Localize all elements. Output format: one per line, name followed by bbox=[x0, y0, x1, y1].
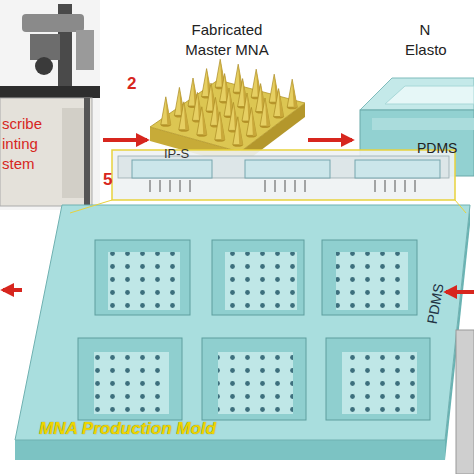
stamp-bar bbox=[70, 150, 466, 213]
system-label: scribe inting stem bbox=[2, 114, 54, 174]
production-mold bbox=[15, 205, 470, 460]
panel-heading: Fabricated Master MNA bbox=[172, 20, 282, 60]
mold-title: MNA Production Mold bbox=[39, 419, 279, 439]
negative-mold-panel: N ElastoPDMS bbox=[355, 18, 474, 178]
printer-photo bbox=[0, 0, 100, 210]
callout-number: 2 bbox=[127, 74, 136, 94]
flow-arrow bbox=[3, 288, 22, 292]
material-label: PDMS bbox=[422, 273, 450, 326]
production-mold-panel: PDMS MNA Production Mold bbox=[15, 205, 470, 460]
master-mna-panel: Fabricated Master MNA IP-S bbox=[150, 18, 305, 183]
printing-system: scribe inting stem bbox=[0, 100, 100, 205]
cropped-part bbox=[456, 330, 474, 474]
flow-arrow bbox=[446, 290, 474, 294]
material-label: IP-S bbox=[164, 144, 204, 164]
flow-arrow bbox=[103, 138, 147, 142]
callout-number: 5 bbox=[103, 170, 112, 190]
panel-heading: N Elasto bbox=[405, 20, 445, 60]
flow-arrow bbox=[308, 138, 352, 142]
material-label: PDMS bbox=[417, 138, 467, 158]
